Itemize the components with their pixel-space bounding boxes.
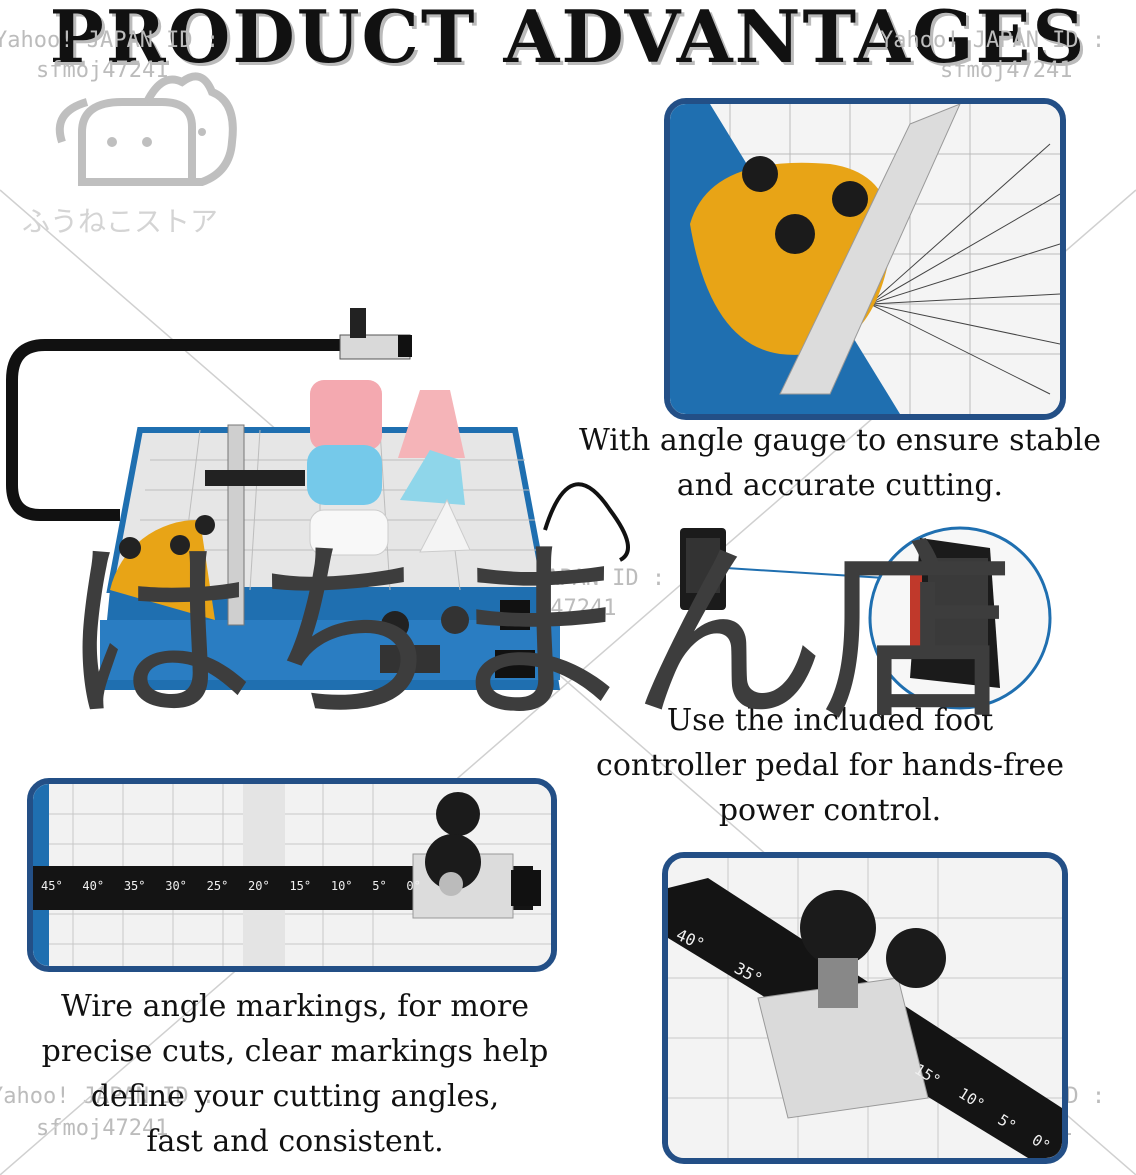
ruler-scale: 45° 40° 35° 30° 25° 20° 15° 10° 5° 0°: [41, 879, 421, 899]
cat-dog-logo-icon: [55, 72, 237, 186]
caption-line: With angle gauge to ensure stable: [579, 423, 1101, 458]
watermark-yahoo: Yahoo! JAPAN ID :: [0, 1084, 216, 1109]
caption-line: Wire angle markings, for more: [61, 989, 529, 1024]
ruler-mark: 0°: [406, 879, 421, 893]
foam-cutter-machine-image: [6, 308, 630, 690]
ruler-mark: 15°: [289, 879, 312, 893]
angle-gauge-image: [670, 104, 1060, 414]
ruler-mark: 5°: [372, 879, 387, 893]
wire-angle-caption: Wire angle markings, for more precise cu…: [0, 984, 590, 1164]
caption-line: precise cuts, clear markings help: [41, 1034, 549, 1069]
store-logo: [52, 72, 252, 202]
watermark-id: sfmoj47241: [36, 1116, 169, 1141]
ruler-mark: 20°: [248, 879, 270, 893]
ruler-detail-panel: 40° 35° 15° 10° 5° 0°: [662, 852, 1068, 1164]
ruler-panel: 45° 40° 35° 30° 25° 20° 15° 10° 5° 0°: [27, 778, 557, 972]
caption-line: define your cutting angles,: [90, 1079, 500, 1114]
ruler-mark: 25°: [206, 879, 229, 893]
caption-line: fast and consistent.: [146, 1124, 444, 1159]
watermark-yahoo: Yahoo! JAPAN ID :: [880, 28, 1106, 53]
watermark-id: sfmoj47241: [36, 58, 169, 83]
foot-pedal-caption: Use the included foot controller pedal f…: [540, 698, 1120, 833]
foot-pedal-image: [680, 526, 1052, 710]
ruler-mark: 35°: [123, 879, 146, 893]
caption-line: and accurate cutting.: [676, 468, 1004, 503]
ruler-image: [33, 784, 551, 966]
ruler-detail-image: [668, 858, 1062, 1158]
caption-line: power control.: [718, 793, 942, 828]
caption-line: Use the included foot: [666, 703, 994, 738]
page-title: PRODUCT ADVANTAGES: [49, 0, 1087, 79]
watermark-yahoo: Yahoo! JAPAN ID :: [0, 28, 220, 53]
watermark-id: sfmoj47241: [940, 58, 1073, 83]
angle-gauge-caption: With angle gauge to ensure stable and ac…: [540, 418, 1136, 508]
ruler-mark: 30°: [165, 879, 187, 893]
store-name: ふうねこストア: [22, 205, 219, 238]
caption-line: controller pedal for hands-free: [596, 748, 1064, 783]
store-overlay-text: はちまん店: [60, 521, 1016, 749]
angle-gauge-panel: [664, 98, 1066, 420]
ruler-mark: 10°: [330, 879, 353, 893]
ruler-mark: 40°: [82, 879, 105, 893]
ruler-mark: 45°: [41, 879, 63, 893]
